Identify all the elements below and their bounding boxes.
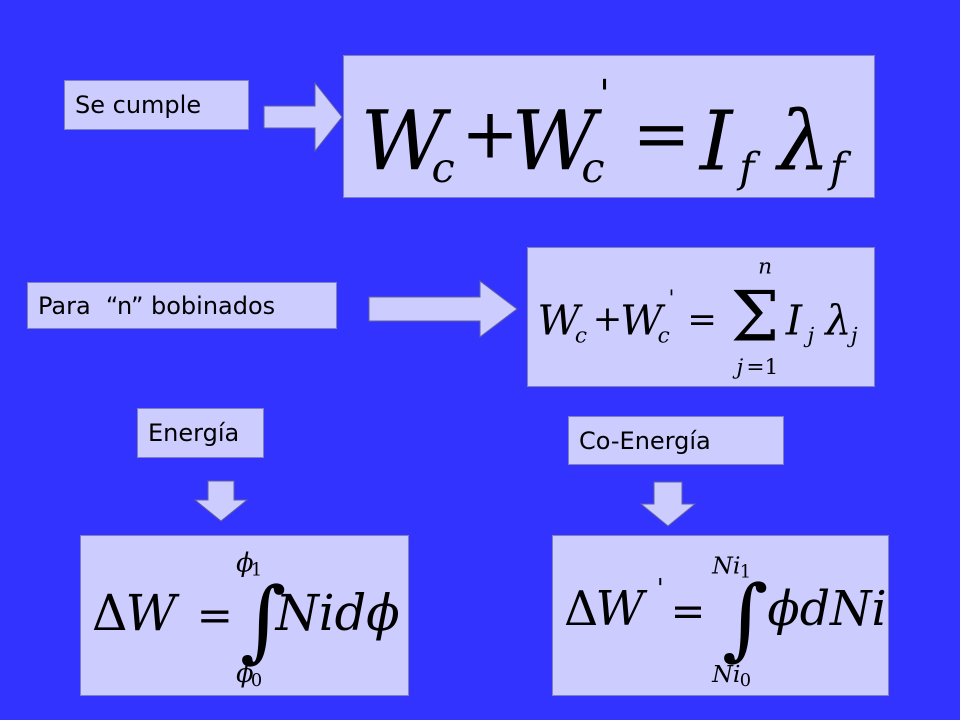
equation-2: W c + W c ' = n Σ j =1 I j λ j xyxy=(537,255,858,381)
equation-box-3: Δ W = ϕ 1 ∫ ϕ 0 Nidϕ xyxy=(80,535,409,696)
equation-3: Δ W = ϕ 1 ∫ ϕ 0 Nidϕ xyxy=(92,549,400,692)
svg-text:f: f xyxy=(827,144,852,192)
svg-text:λ: λ xyxy=(775,92,831,189)
svg-text:=: = xyxy=(633,95,691,175)
svg-text:j: j xyxy=(847,324,858,349)
svg-text:j: j xyxy=(732,355,743,380)
svg-text:=: = xyxy=(671,587,706,635)
equation-1: W c + W c ' = I f λ f xyxy=(361,71,852,192)
svg-text:+: + xyxy=(461,95,519,175)
svg-text:': ' xyxy=(657,574,664,604)
svg-text:∫: ∫ xyxy=(240,568,286,672)
svg-text:0: 0 xyxy=(740,671,751,691)
label-co-energia: Co-Energía xyxy=(568,416,784,465)
svg-text:n: n xyxy=(758,255,772,280)
svg-text:W: W xyxy=(125,584,180,642)
svg-text:c: c xyxy=(581,144,604,192)
svg-text:1: 1 xyxy=(740,562,751,582)
svg-text:∫: ∫ xyxy=(722,566,768,670)
svg-text:λ: λ xyxy=(823,297,851,345)
equation-4: Δ W ' = Ni 1 ∫ Ni 0 ϕdNi xyxy=(564,552,887,692)
svg-text:W: W xyxy=(620,297,666,345)
svg-text:=: = xyxy=(687,299,717,340)
svg-text:ϕ: ϕ xyxy=(236,549,254,579)
svg-text:I: I xyxy=(785,297,804,345)
svg-text:Ni: Ni xyxy=(711,660,740,688)
svg-text:W: W xyxy=(596,582,648,637)
svg-text:f: f xyxy=(736,144,761,192)
svg-text:1: 1 xyxy=(251,561,262,581)
svg-text:I: I xyxy=(698,92,735,189)
svg-text:c: c xyxy=(575,324,587,349)
equation-box-4: Δ W ' = Ni 1 ∫ Ni 0 ϕdNi xyxy=(552,535,889,696)
arrow-right-1 xyxy=(263,81,343,153)
label-para-n-bobinados: Para “n” bobinados xyxy=(27,282,337,329)
svg-text:Δ: Δ xyxy=(564,582,598,637)
arrow-right-2 xyxy=(368,279,518,339)
equation-box-1: W c + W c ' = I f λ f xyxy=(343,55,875,198)
svg-text:Ni: Ni xyxy=(711,552,740,580)
svg-text:c: c xyxy=(432,144,455,192)
svg-text:Nidϕ: Nidϕ xyxy=(275,584,400,642)
svg-text:j: j xyxy=(803,324,814,349)
svg-text:Δ: Δ xyxy=(92,584,128,642)
svg-text:': ' xyxy=(599,71,610,117)
svg-text:0: 0 xyxy=(251,671,262,691)
label-se-cumple: Se cumple xyxy=(64,80,249,130)
svg-text:=: = xyxy=(197,591,233,641)
svg-text:W: W xyxy=(511,92,602,189)
svg-text:W: W xyxy=(537,297,583,345)
label-energia: Energía xyxy=(137,408,264,458)
svg-text:ϕdNi: ϕdNi xyxy=(767,582,886,637)
svg-text:ϕ: ϕ xyxy=(236,659,254,689)
equation-box-2: W c + W c ' = n Σ j =1 I j λ j xyxy=(527,247,875,387)
svg-text:': ' xyxy=(668,286,674,311)
arrow-down-2 xyxy=(639,481,697,527)
svg-text:=1: =1 xyxy=(746,355,778,380)
svg-text:W: W xyxy=(361,92,452,189)
svg-text:Σ: Σ xyxy=(731,278,780,358)
arrow-down-1 xyxy=(193,480,249,522)
svg-text:+: + xyxy=(593,299,623,340)
svg-text:c: c xyxy=(658,324,670,349)
